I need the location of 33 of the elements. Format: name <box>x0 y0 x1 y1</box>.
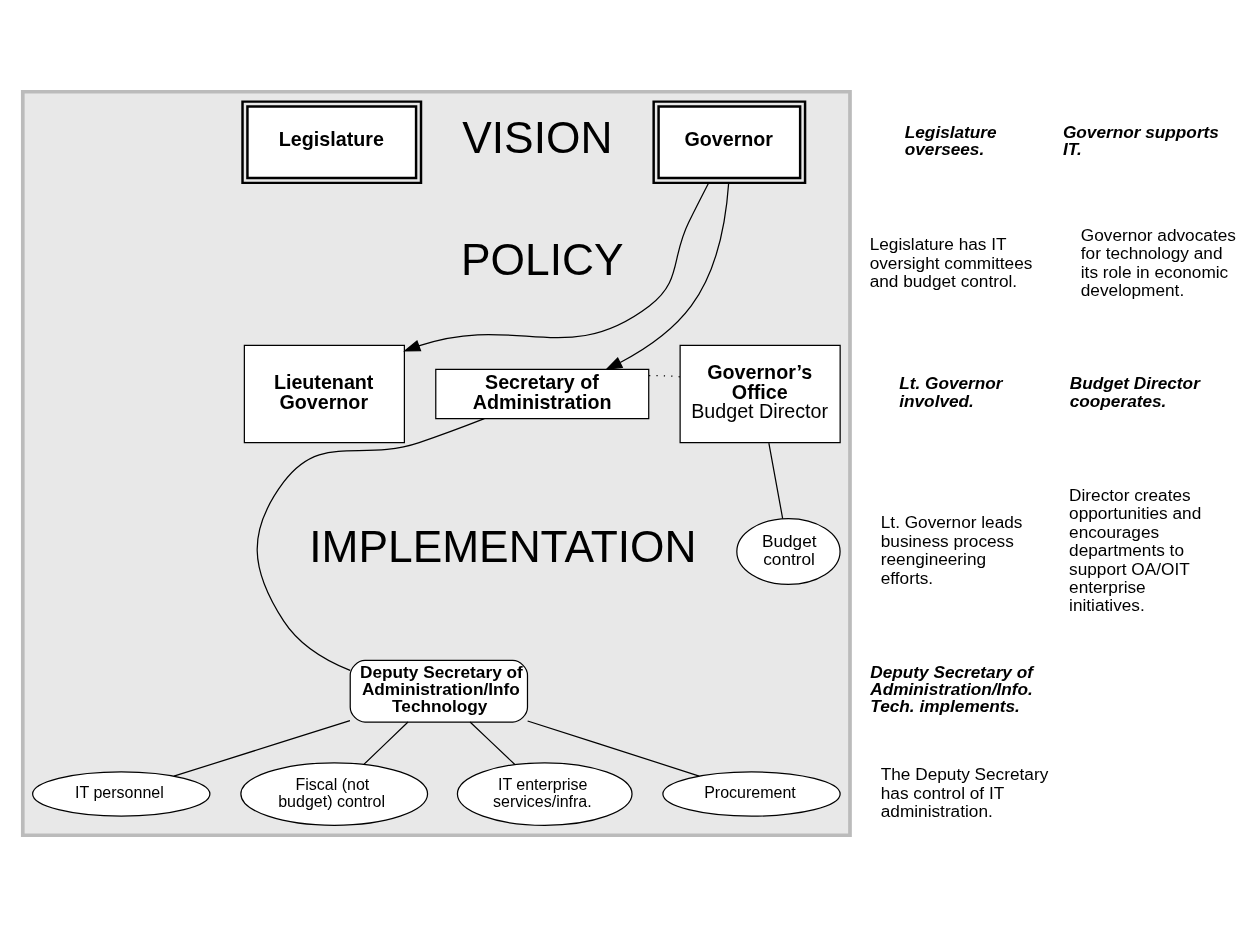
node-ellipse: Procurement <box>662 770 841 817</box>
arrow <box>403 181 710 352</box>
node-ellipse: Budget control <box>736 517 841 585</box>
node-ellipse: IT enterprise services/infra. <box>456 761 633 826</box>
label: POLICY <box>461 234 624 284</box>
label: The Deputy Secretary has control of IT administration. <box>880 763 1049 821</box>
label: Lt. Governor involved. <box>899 372 1003 411</box>
label: IMPLEMENTATION <box>309 521 697 571</box>
node-box: Deputy Secretary of Administration/Info Technology <box>349 659 529 723</box>
label: Budget Director cooperates. <box>1069 372 1200 411</box>
label: Lt. Governor leads business process reengineering efforts. <box>880 511 1023 588</box>
node-box: Governor <box>652 99 807 184</box>
label: VISION <box>462 112 613 162</box>
connector <box>256 417 485 671</box>
node-box: Secretary of Administration <box>435 368 650 419</box>
label: Director creates opportunities and encourages departments to support OA/OIT enterprise initiatives. <box>1069 484 1202 615</box>
node-box: Governor’s Office Budget Director <box>679 344 841 443</box>
connector <box>173 719 351 777</box>
label: Legislature has IT oversight committees and budget control. <box>869 233 1033 291</box>
node-ellipse: IT personnel <box>32 770 211 817</box>
label: Legislature oversees. <box>904 121 997 159</box>
node-ellipse: Fiscal (not budget) control <box>240 761 429 826</box>
connector <box>527 719 700 777</box>
node-box: Lieutenant Governor <box>243 344 405 443</box>
label: Deputy Secretary of Administration/Info. Tech. implements. <box>870 661 1033 716</box>
cluster <box>20 89 852 837</box>
arrow <box>605 181 730 370</box>
label: Governor advocates for technology and its role in economic development. <box>1080 224 1236 300</box>
connector <box>768 441 784 519</box>
connector <box>363 720 409 765</box>
connector <box>469 720 516 765</box>
label: Governor supports IT. <box>1062 121 1219 159</box>
node-box: Legislature <box>241 99 423 184</box>
